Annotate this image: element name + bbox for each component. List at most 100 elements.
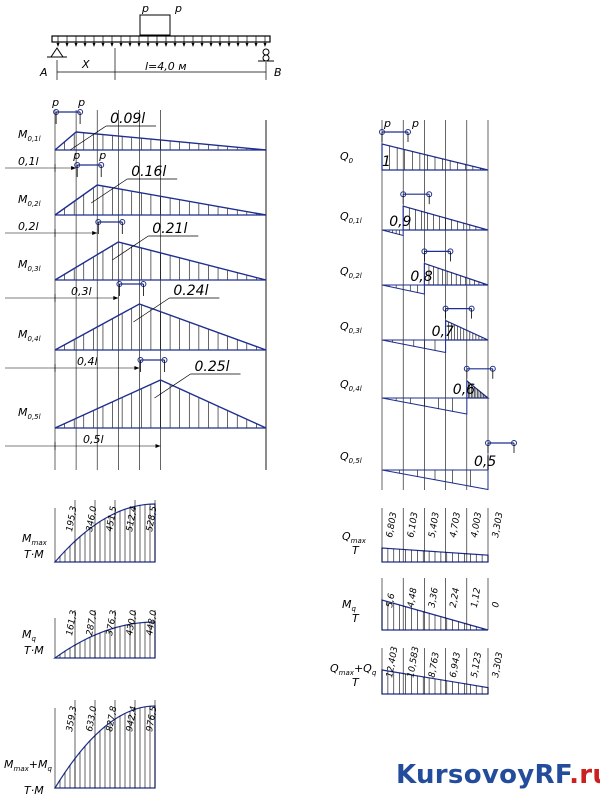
envelope-value: 827,8: [105, 705, 119, 732]
load-arrowhead: [182, 43, 186, 47]
load-arrowhead: [92, 43, 96, 47]
moment-line-label: M0,2l: [18, 193, 41, 208]
envelope-value: 448,0: [145, 609, 159, 636]
peak-leader: [91, 178, 128, 204]
peak-leader: [154, 373, 191, 399]
envelope-value: 4,703: [449, 511, 463, 538]
moment-triangle: [54, 303, 267, 351]
load-arrowhead: [65, 43, 69, 47]
peak-value-label: 0.24l: [173, 283, 208, 299]
load-arrowhead: [137, 43, 141, 47]
peak-value-label: 0.16l: [131, 164, 166, 180]
load-arrowhead: [254, 43, 258, 47]
shear-line-3: 0,8Q0,2l: [340, 248, 489, 295]
load-arrowhead: [227, 43, 231, 47]
envelope-value: 161,3: [65, 609, 79, 636]
envelope-unit: T·M: [24, 784, 44, 797]
span-label: l=4,0 м: [145, 60, 187, 73]
envelope-value: 976,5: [145, 705, 159, 732]
load-arrowhead: [110, 43, 114, 47]
envelope-value: 0: [491, 601, 502, 609]
envelope-value: 5,403: [428, 511, 442, 538]
dimension-label: 0,4l: [77, 355, 98, 368]
load-arrowhead: [200, 43, 204, 47]
shear-value-label: 0,9: [389, 214, 411, 230]
envelope-value: 430,0: [125, 609, 139, 636]
moment-triangle: [54, 184, 267, 216]
envelope-value: 6,103: [406, 511, 420, 538]
peak-value-label: 0.25l: [195, 359, 230, 375]
envelope-unit: T: [352, 544, 360, 557]
peak-leader: [69, 125, 107, 151]
envelope-value: 4,48: [406, 587, 419, 609]
dim-arrowhead: [92, 231, 98, 235]
envelope-value: 3,303: [491, 651, 505, 678]
load-arrowhead: [83, 43, 87, 47]
load-arrowhead: [218, 43, 222, 47]
watermark-name: KursovoyRF: [396, 760, 570, 790]
x-dimension-label: X: [81, 58, 90, 71]
moment-line-label: M0,1l: [18, 128, 41, 143]
envelope-value: 528,5: [145, 505, 159, 532]
peak-value-label: 0.21l: [152, 221, 187, 237]
dimension-label: 0,1l: [18, 155, 39, 168]
moment-line-label: M0,3l: [18, 258, 41, 273]
shear-value-label: 0,8: [410, 269, 432, 285]
watermark-tld: .ru: [569, 760, 600, 790]
envelope-value: 5,123: [470, 651, 484, 678]
peak-leader: [112, 235, 149, 261]
load-arrowhead: [245, 43, 249, 47]
load-arrowhead: [74, 43, 78, 47]
load-arrowhead: [56, 43, 60, 47]
load-arrowhead: [128, 43, 132, 47]
envelope-value: 4,003: [470, 511, 484, 538]
load-label: p: [72, 149, 80, 162]
beam-load-right-label: p: [174, 2, 182, 15]
load-arrowhead: [119, 43, 123, 47]
shear-line-5: 0,6Q0,4l: [340, 365, 496, 415]
envelope-unit: T: [352, 612, 360, 625]
load-label: p: [411, 117, 419, 130]
distributed-load-arrows: [56, 36, 267, 47]
load-arrowhead: [191, 43, 195, 47]
shear-value-label: 0,7: [432, 324, 454, 340]
envelope-value: 3,36: [428, 587, 441, 609]
envelope-value: 6,803: [385, 511, 399, 538]
load-label: p: [51, 96, 59, 109]
peak-value-label: 0.09l: [110, 111, 145, 127]
envelope-value: 6,943: [449, 651, 463, 678]
support-a-label: A: [39, 66, 48, 79]
load-arrowhead: [155, 43, 159, 47]
envelope-value: 10,583: [406, 646, 421, 679]
beam-load-left-label: p: [141, 2, 149, 15]
envelope-value: 359,3: [65, 705, 79, 732]
envelope-label: Qmax: [342, 530, 367, 545]
shear-line-6: 0,5Q0,5l: [340, 440, 517, 491]
load-arrowhead: [173, 43, 177, 47]
envelope-label: Mq: [22, 628, 37, 643]
support-b-label: B: [274, 66, 282, 79]
shear-line-label: Q0: [340, 150, 354, 165]
peak-leader: [133, 297, 170, 323]
envelope-unit: T: [352, 676, 360, 689]
shear-value-label: 0,6: [453, 382, 475, 398]
load-arrowhead: [146, 43, 150, 47]
support-a-icon: [50, 47, 64, 58]
envelope-unit: T·M: [24, 644, 44, 657]
moment-line-label: M0,5l: [18, 406, 41, 421]
beam-scheme: p p A B X l=4,0 м: [39, 2, 282, 80]
envelope-value: 2,24: [449, 587, 462, 609]
dimension-label: 0,5l: [83, 433, 104, 446]
